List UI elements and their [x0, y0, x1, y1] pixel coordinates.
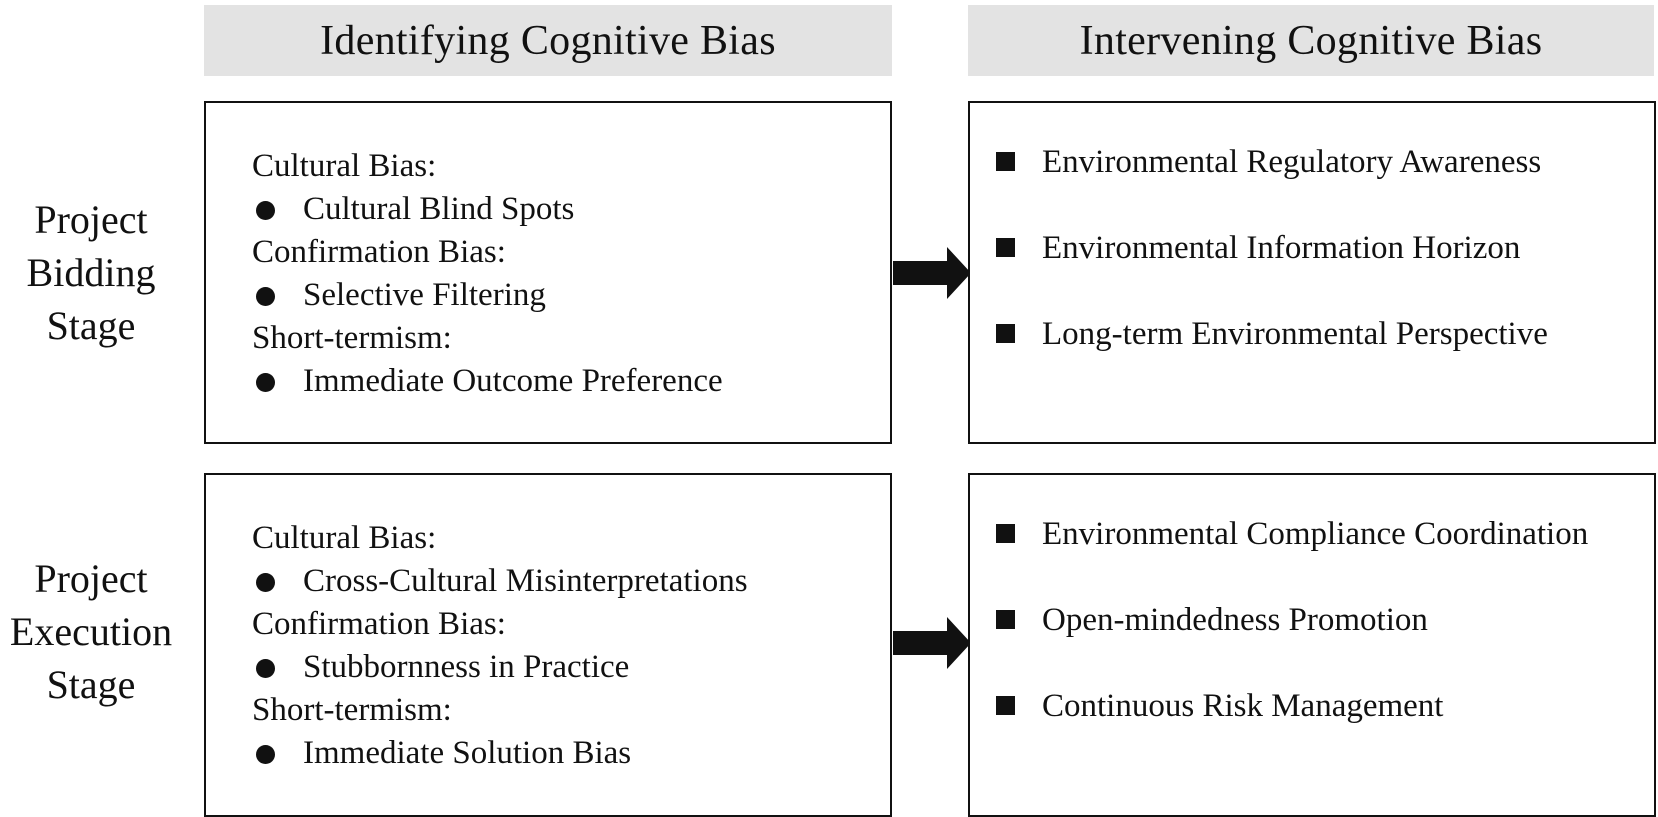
bias-item-label: Immediate Outcome Preference: [303, 363, 723, 399]
intervention-item: Environmental Information Horizon: [994, 227, 1548, 270]
stage-label-execution: Project Execution Stage: [0, 552, 182, 711]
intervention-label: Open-mindedness Promotion: [1042, 602, 1428, 638]
bias-bullet-item: Cultural Blind Spots: [252, 188, 723, 231]
bias-item-label: Selective Filtering: [303, 277, 546, 313]
bias-group: Short-termism: Immediate Solution Bias: [252, 689, 748, 775]
stage-label-bidding: Project Bidding Stage: [0, 193, 182, 352]
intervention-label: Environmental Regulatory Awareness: [1042, 144, 1542, 180]
intervention-item: Environmental Compliance Coordination: [994, 513, 1588, 556]
filled-circle-icon: [256, 573, 275, 592]
execution-intervening-box: Environmental Compliance Coordination Op…: [968, 473, 1656, 817]
filled-square-icon: [996, 324, 1015, 343]
intervention-label: Long-term Environmental Perspective: [1042, 316, 1548, 352]
stage-label-line: Execution: [9, 609, 173, 654]
intervention-item: Long-term Environmental Perspective: [994, 313, 1548, 356]
filled-circle-icon: [256, 745, 275, 764]
right-arrow-icon: [893, 617, 971, 669]
stage-label-line: Stage: [46, 662, 136, 707]
filled-circle-icon: [256, 201, 275, 220]
intervention-item: Environmental Regulatory Awareness: [994, 141, 1548, 184]
bias-bullet-item: Selective Filtering: [252, 274, 723, 317]
bidding-intervening-box: Environmental Regulatory Awareness Envir…: [968, 101, 1656, 444]
execution-identifying-box: Cultural Bias: Cross-Cultural Misinterpr…: [204, 473, 892, 817]
right-arrow-icon: [893, 247, 971, 299]
bias-item-label: Cross-Cultural Misinterpretations: [303, 563, 748, 599]
filled-square-icon: [996, 610, 1015, 629]
filled-square-icon: [996, 524, 1015, 543]
bias-group: Short-termism: Immediate Outcome Prefere…: [252, 317, 723, 403]
bias-group: Confirmation Bias: Stubbornness in Pract…: [252, 603, 748, 689]
bias-list: Cultural Bias: Cultural Blind Spots Conf…: [252, 145, 723, 403]
stage-label-line: Stage: [46, 303, 136, 348]
filled-circle-icon: [256, 287, 275, 306]
header-identifying-label: Identifying Cognitive Bias: [320, 17, 776, 64]
bias-heading: Cultural Bias:: [252, 148, 437, 184]
header-intervening: Intervening Cognitive Bias: [968, 5, 1654, 76]
bias-bullet-item: Cross-Cultural Misinterpretations: [252, 560, 748, 603]
filled-square-icon: [996, 238, 1015, 257]
stage-label-line: Project: [34, 556, 148, 601]
header-identifying: Identifying Cognitive Bias: [204, 5, 892, 76]
bias-bullet-item: Stubbornness in Practice: [252, 646, 748, 689]
bias-list: Cultural Bias: Cross-Cultural Misinterpr…: [252, 517, 748, 775]
stage-label-line: Project: [34, 197, 148, 242]
stage-label-line: Bidding: [26, 250, 156, 295]
intervention-label: Environmental Information Horizon: [1042, 230, 1521, 266]
filled-circle-icon: [256, 659, 275, 678]
bias-group: Confirmation Bias: Selective Filtering: [252, 231, 723, 317]
bias-heading: Short-termism:: [252, 692, 452, 728]
intervention-list: Environmental Compliance Coordination Op…: [994, 513, 1588, 728]
bias-heading: Confirmation Bias:: [252, 606, 506, 642]
bias-bullet-item: Immediate Solution Bias: [252, 732, 748, 775]
bias-item-label: Cultural Blind Spots: [303, 191, 575, 227]
bias-group: Cultural Bias: Cultural Blind Spots: [252, 145, 723, 231]
intervention-label: Environmental Compliance Coordination: [1042, 516, 1589, 552]
bias-group: Cultural Bias: Cross-Cultural Misinterpr…: [252, 517, 748, 603]
intervention-list: Environmental Regulatory Awareness Envir…: [994, 141, 1548, 356]
intervention-label: Continuous Risk Management: [1042, 688, 1444, 724]
bias-heading: Confirmation Bias:: [252, 234, 506, 270]
intervention-item: Open-mindedness Promotion: [994, 599, 1588, 642]
bias-item-label: Stubbornness in Practice: [303, 649, 630, 685]
bias-heading: Short-termism:: [252, 320, 452, 356]
filled-circle-icon: [256, 373, 275, 392]
bidding-identifying-box: Cultural Bias: Cultural Blind Spots Conf…: [204, 101, 892, 444]
filled-square-icon: [996, 696, 1015, 715]
filled-square-icon: [996, 152, 1015, 171]
header-intervening-label: Intervening Cognitive Bias: [1079, 17, 1543, 64]
bias-bullet-item: Immediate Outcome Preference: [252, 360, 723, 403]
intervention-item: Continuous Risk Management: [994, 685, 1588, 728]
bias-item-label: Immediate Solution Bias: [303, 735, 632, 771]
bias-heading: Cultural Bias:: [252, 520, 437, 556]
